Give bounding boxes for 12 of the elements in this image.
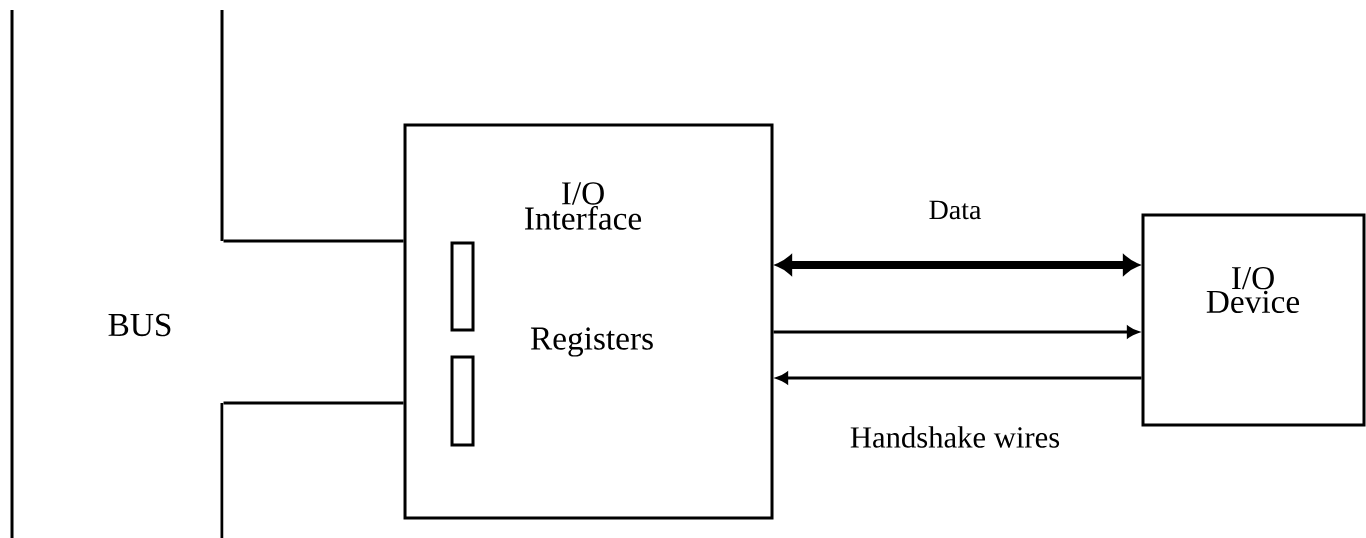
register-box	[450, 241, 475, 332]
arrow	[776, 255, 1139, 275]
connector-line	[223, 239, 404, 243]
bus-drawing: BUS	[10, 10, 224, 538]
device-box: I/O Device	[1141, 213, 1366, 427]
edge-label: Handshake wires	[848, 424, 1062, 450]
interface-box: I/O Interface Registers	[403, 123, 774, 520]
arrow	[776, 372, 1142, 384]
connector-line	[223, 401, 404, 405]
arrow	[773, 326, 1139, 338]
edge-label: Data	[927, 199, 983, 221]
register-box	[450, 355, 475, 447]
